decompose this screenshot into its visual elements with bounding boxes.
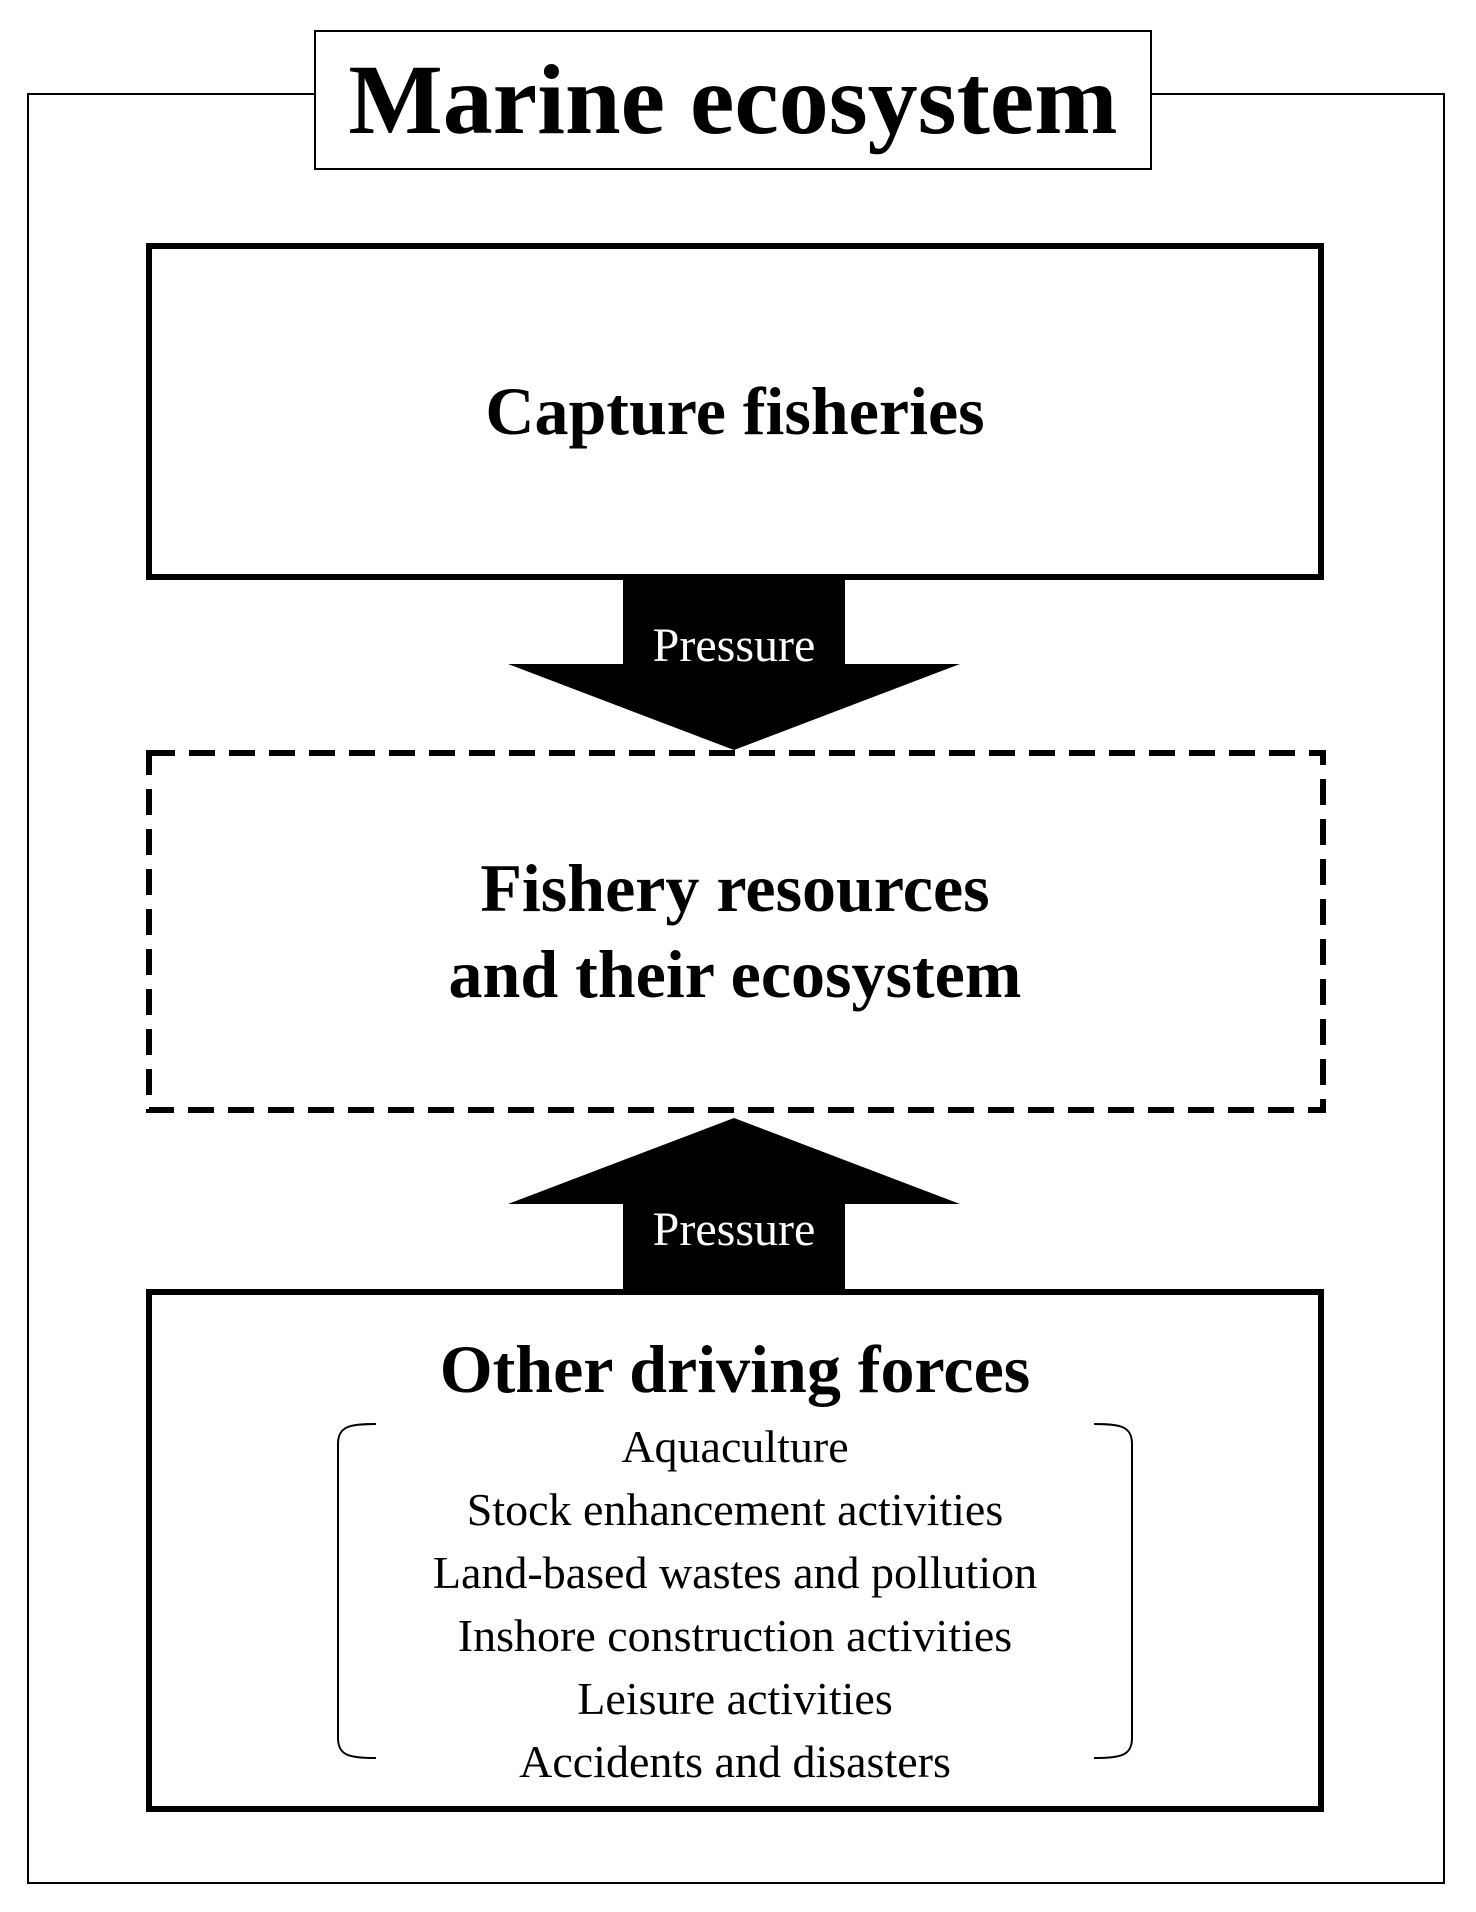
fishery-resources-line-2: and their ecosystem — [448, 936, 1022, 1012]
pressure-label-bottom: Pressure — [652, 1203, 816, 1256]
right-bracket-path — [1093, 1423, 1133, 1759]
other-driving-forces-box: Other driving forces Aquaculture Stock e… — [146, 1289, 1324, 1812]
fishery-resources-line-1: Fishery resources — [480, 850, 990, 926]
diagram-title: Marine ecosystem — [348, 44, 1118, 155]
capture-fisheries-label: Capture fisheries — [485, 373, 985, 449]
capture-fisheries-box: Capture fisheries — [146, 243, 1324, 580]
pressure-label-top: Pressure — [652, 619, 816, 672]
other-driving-forces-title: Other driving forces — [439, 1331, 1031, 1407]
pressure-arrow-down — [508, 578, 960, 750]
list-item: Aquaculture — [621, 1421, 849, 1472]
title-box: Marine ecosystem — [314, 30, 1152, 170]
right-bracket — [1093, 1423, 1133, 1759]
list-item: Leisure activities — [577, 1673, 893, 1724]
list-item: Accidents and disasters — [519, 1736, 951, 1787]
down-arrow-shape — [508, 578, 960, 750]
driving-forces-list: Aquaculture Stock enhancement activities… — [152, 1415, 1318, 1793]
left-bracket — [337, 1423, 377, 1759]
list-item: Stock enhancement activities — [466, 1484, 1004, 1535]
fishery-resources-box — [146, 750, 1326, 1113]
left-bracket-path — [337, 1423, 377, 1759]
up-arrow-shape — [508, 1118, 960, 1294]
fishery-resources-text: Fishery resources and their ecosystem — [146, 752, 1324, 1110]
pressure-arrow-up — [508, 1118, 960, 1294]
list-item: Inshore construction activities — [457, 1610, 1013, 1661]
list-item: Land-based wastes and pollution — [432, 1547, 1038, 1598]
dashed-border — [146, 750, 1326, 1113]
